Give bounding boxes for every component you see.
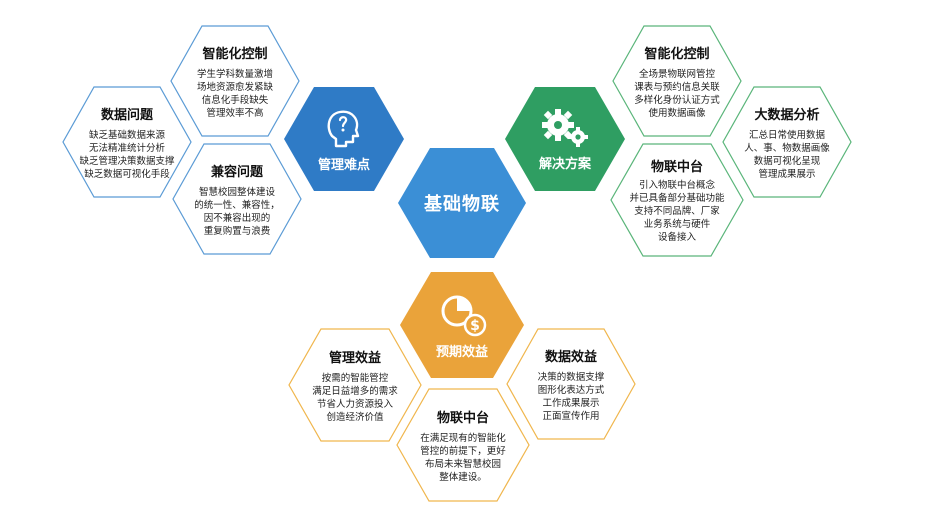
card-line: 学生学科数量激增 xyxy=(196,68,273,80)
pie-dollar-icon: $ xyxy=(441,295,487,336)
card-line: 使用数据画像 xyxy=(648,107,706,119)
card-line: 无法精准统计分析 xyxy=(88,142,165,154)
card-title: 管理效益 xyxy=(328,350,381,366)
card-big-data: 大数据分析 汇总日常使用数据 人、事、物数据画像 数据可视化呈现 管理成果展示 xyxy=(722,86,852,198)
card-line: 缺乏管理决策数据支撑 xyxy=(79,155,175,167)
card-line: 业务系统与硬件 xyxy=(643,219,711,230)
card-line: 工作成果展示 xyxy=(542,397,600,409)
card-title: 智能化控制 xyxy=(644,46,710,62)
card-title: 数据效益 xyxy=(544,349,597,365)
card-line: 智慧校园整体建设 xyxy=(198,186,275,198)
card-line: 全场景物联网管控 xyxy=(638,68,715,80)
center-hexagon-shape xyxy=(398,148,526,258)
category-benefit: $ 预期效益 xyxy=(400,272,524,378)
card-iot-platform-right: 物联中台 引入物联中台概念 并已具备部分基础功能 支持不同品牌、厂家 业务系统与… xyxy=(610,143,744,257)
card-line: 因不兼容出现的 xyxy=(203,212,271,224)
category-management: 管理难点 xyxy=(284,87,404,191)
category-management-label: 管理难点 xyxy=(317,157,370,173)
card-line: 正面宣传作用 xyxy=(542,410,600,422)
card-smart-control-right: 智能化控制 全场景物联网管控 课表与预约信息关联 多样化身份认证方式 使用数据画… xyxy=(612,25,742,137)
card-title: 物联中台 xyxy=(650,160,703,175)
card-title: 智能化控制 xyxy=(202,46,268,62)
card-line: 满足日益增多的需求 xyxy=(312,385,398,397)
card-iot-platform-bottom: 物联中台 在满足现有的智能化 管控的前提下，更好 布局未来智慧校园 整体建设。 xyxy=(396,388,530,502)
card-line: 汇总日常使用数据 xyxy=(748,129,825,141)
card-line: 设备接入 xyxy=(657,232,696,243)
card-line: 缺乏数据可视化手段 xyxy=(84,168,170,180)
card-line: 引入物联中台概念 xyxy=(638,180,715,191)
card-line: 管理效率不高 xyxy=(206,107,264,119)
svg-text:$: $ xyxy=(470,318,480,334)
card-line: 场地资源愈发紧缺 xyxy=(196,81,273,93)
category-solution: 解决方案 xyxy=(505,87,625,191)
gears-icon xyxy=(542,108,588,147)
card-line: 缺乏基础数据来源 xyxy=(88,129,165,141)
card-title: 大数据分析 xyxy=(754,107,820,123)
card-line: 布局未来智慧校园 xyxy=(424,458,501,470)
card-line: 多样化身份认证方式 xyxy=(634,94,720,106)
card-line: 课表与预约信息关联 xyxy=(634,81,720,93)
card-title: 兼容问题 xyxy=(210,164,263,180)
card-data-issue: 数据问题 缺乏基础数据来源 无法精准统计分析 缺乏管理决策数据支撑 缺乏数据可视… xyxy=(62,86,192,198)
card-data-benefit: 数据效益 决策的数据支撑 图形化表达方式 工作成果展示 正面宣传作用 xyxy=(506,328,636,440)
category-solution-label: 解决方案 xyxy=(538,156,591,172)
card-line: 人、事、物数据画像 xyxy=(744,142,830,154)
card-line: 管控的前提下，更好 xyxy=(420,445,506,457)
card-line: 在满足现有的智能化 xyxy=(420,432,506,444)
card-line: 按需的智能管控 xyxy=(321,372,389,384)
card-mgmt-benefit: 管理效益 按需的智能管控 满足日益增多的需求 节省人力资源投入 创造经济价值 xyxy=(288,328,422,442)
card-smart-control-left: 智能化控制 学生学科数量激增 场地资源愈发紧缺 信息化手段缺失 管理效率不高 xyxy=(170,25,300,137)
lightbulb-head-icon xyxy=(327,110,360,147)
card-line: 节省人力资源投入 xyxy=(316,398,393,410)
card-line: 整体建设。 xyxy=(439,471,487,483)
card-title: 物联中台 xyxy=(436,410,489,426)
card-line: 并已具备部分基础功能 xyxy=(629,193,725,204)
center-label: 基础物联 xyxy=(424,194,500,215)
card-line: 数据可视化呈现 xyxy=(753,155,821,167)
card-line: 管理成果展示 xyxy=(758,168,816,180)
card-line: 支持不同品牌、厂家 xyxy=(634,206,720,217)
card-line: 图形化表达方式 xyxy=(537,384,605,396)
card-line: 重复购置与浪费 xyxy=(203,225,271,237)
center-hexagon: 基础物联 xyxy=(398,148,526,258)
card-line: 的统一性、兼容性， xyxy=(194,199,280,211)
category-benefit-label: 预期效益 xyxy=(435,344,488,360)
card-line: 决策的数据支撑 xyxy=(537,371,605,383)
card-line: 信息化手段缺失 xyxy=(201,94,269,106)
card-line: 创造经济价值 xyxy=(326,411,384,423)
card-compat-issue: 兼容问题 智慧校园整体建设 的统一性、兼容性， 因不兼容出现的 重复购置与浪费 xyxy=(172,143,302,255)
card-title: 数据问题 xyxy=(100,107,153,123)
